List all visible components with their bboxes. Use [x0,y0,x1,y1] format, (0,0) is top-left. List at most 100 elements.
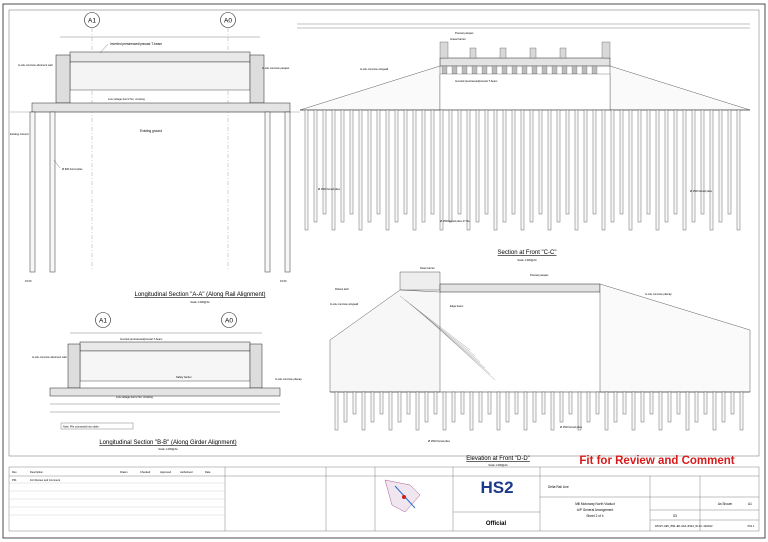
bored-pile [721,391,726,423]
bored-pile [610,109,615,223]
bored-pile [718,109,723,223]
bored-pile [451,391,456,423]
revision-header: Authorised [180,470,193,474]
title-section-bb: Longitudinal Section "B-B" (Along Girder… [99,440,236,446]
label-existing-ground-aa: Existing Ground [10,132,29,136]
label-barrier-bb: Safety barrier [176,375,192,379]
revision-cell: P01 [12,478,17,482]
bored-pile [502,109,507,223]
bored-pile [433,391,438,415]
bored-pile [541,391,546,415]
bored-pile [343,391,348,423]
bored-pile [532,391,537,423]
label-kerb-dd: Robust kerb [335,287,350,291]
bored-pile [349,109,354,215]
bored-pile [730,391,735,415]
bored-pile [559,391,564,423]
bored-pile [370,391,375,423]
bored-pile [334,391,339,431]
bored-pile [673,109,678,215]
section-cc: Precast parapet Gravel barrier In-situ c… [297,23,751,262]
project-name: Delta Rail Line [548,485,569,489]
bored-pile [322,109,327,215]
bored-pile [529,109,534,223]
section-bb: A1 A0 Inverted prestressed/precast T-bea… [32,312,302,451]
bored-pile [556,109,561,223]
bored-pile [586,391,591,423]
grid-marker-a1-bb: A1 [99,318,107,325]
bored-pile [577,391,582,431]
label-wingwall-cc: In-situ concrete wingwall [360,67,389,71]
bored-pile [457,109,462,215]
title-elevation-dd: Elevation at Front "D-D" [466,456,530,462]
label-piles-left-dd: Ø 1500 bored piles [428,439,451,443]
bored-pile [448,109,453,223]
bored-pile [496,391,501,431]
bored-pile [682,109,687,231]
label-abutment-aa: In-situ concrete abutment wall [18,63,53,67]
bored-pile [595,391,600,415]
bored-pile [565,109,570,215]
bored-pile [664,109,669,223]
bored-pile [703,391,708,415]
label-pilecap-dd: In-situ concrete pilecap [645,292,672,296]
label-piles-aa: Ø 900 bored piles [62,167,83,171]
bored-pile [376,109,381,215]
bored-pile [484,109,489,215]
bored-pile [442,391,447,431]
bored-pile [361,391,366,431]
bored-pile [691,109,696,223]
drawing-title-line-1: Mill Motorway North Viaduct [575,502,615,506]
label-parapet-dd: Precast parapet [530,273,549,277]
bored-pile [397,391,402,423]
bored-pile [727,109,732,215]
label-pilecap-bb: In-situ concrete pilecap [275,377,302,381]
bored-pile [628,109,633,231]
bored-pile [622,391,627,415]
bored-pile [592,109,597,215]
label-piles-left-cc: Ø 1500 bored piles [318,187,341,191]
bored-pile [394,109,399,223]
bored-pile [385,109,390,231]
bored-pile [514,391,519,415]
bored-pile [568,391,573,415]
label-tbeam-bb: Inverted prestressed/precast T-beam [120,337,162,341]
bored-pile [523,391,528,431]
bored-pile [676,391,681,415]
scale-section-cc: Scale 1:200@A1 [517,258,537,262]
bored-pile [493,109,498,231]
label-piles-right-cc: Ø 1500 bored piles [690,189,713,193]
label-wingwall-dd: In-situ concrete wingwall [330,302,359,306]
bored-pile [649,391,654,415]
bored-pile [379,391,384,415]
bored-pile [466,109,471,231]
key-plan [384,479,421,513]
label-tbeam-aa: Inverted prestressed/precast T-beam [110,42,162,46]
revision-header: Drawn [120,470,128,474]
bored-pile [367,109,372,223]
scale-elevation-dd: Scale 1:200@A1 [488,463,508,467]
label-noise-barrier-dd: Noise barrier [420,266,435,270]
svg-text:15.00: 15.00 [25,279,32,283]
bored-pile [640,391,645,423]
bored-pile [550,391,555,431]
bored-pile [739,391,744,431]
bored-pile [583,109,588,223]
elevation-dd: Noise barrier Precast parapet Robust ker… [329,266,751,467]
label-ground-aa: Existing ground [140,129,162,133]
bored-pile [331,109,336,231]
bored-pile [700,109,705,215]
grid-marker-a1: A1 [88,18,96,25]
label-edge-beam-dd: Edge beam [450,304,463,308]
bored-pile [646,109,651,215]
bored-pile [460,391,465,415]
bored-pile [403,109,408,215]
drawing-size: A1 [748,502,752,506]
drawing-number: 1MC05-EBV_MSD-BR-DGA-NS04_NL10-100362 [655,525,713,528]
bored-pile [511,109,516,215]
label-tbeam-cc: Inverted prestressed/precast T-beam [455,79,497,83]
bored-pile [604,391,609,431]
bored-pile [340,109,345,223]
revision-header: Checked [140,470,151,474]
